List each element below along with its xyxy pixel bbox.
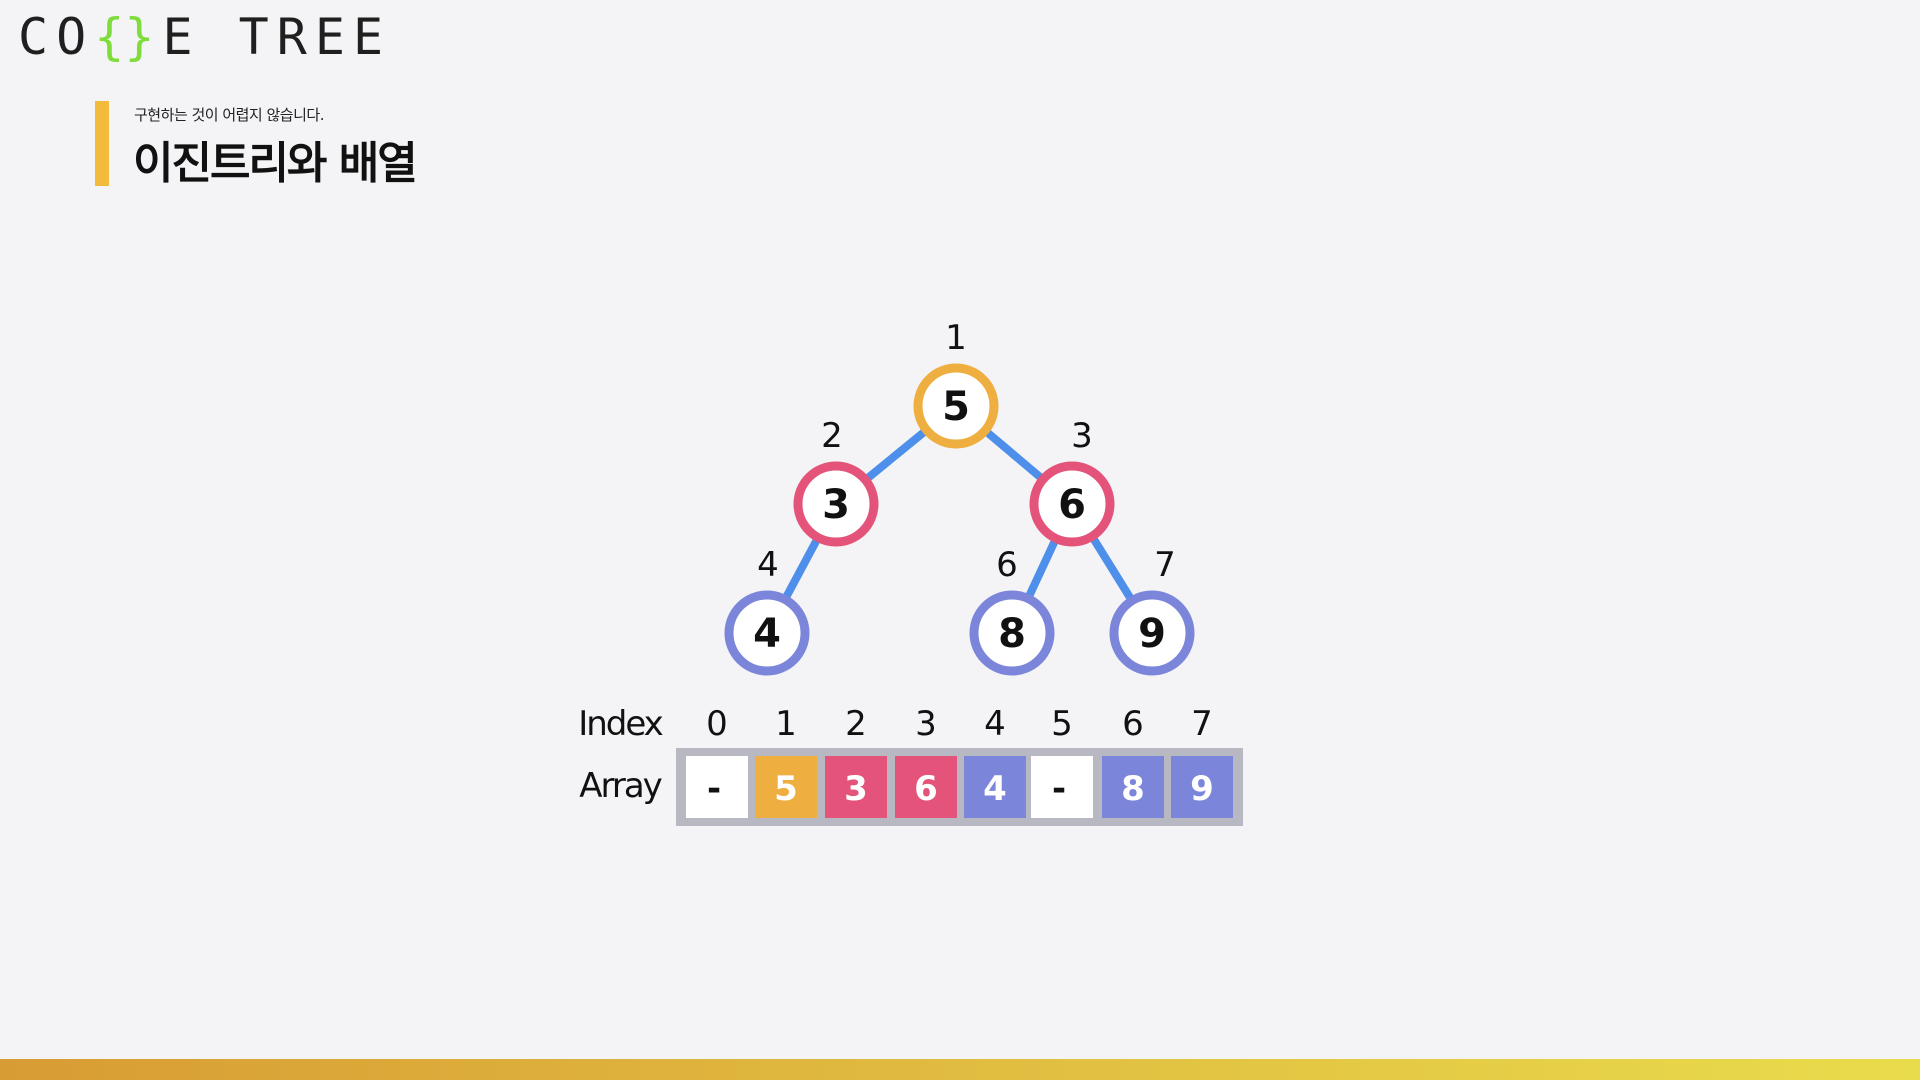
tree-node-1: 51 [913, 318, 999, 449]
array-cell-value: 4 [983, 769, 1007, 809]
array-cell-box [755, 756, 817, 818]
array-cell-box [964, 756, 1026, 818]
code-tree-logo: CO{}E TREE [18, 12, 391, 62]
array-cell-2: 3 [825, 756, 887, 818]
array-cell-0: - [686, 756, 748, 818]
tree-node-circle [1029, 461, 1115, 547]
array-index-3: 3 [915, 704, 937, 744]
tree-node-circle [793, 461, 879, 547]
tree-node-value: 9 [1138, 611, 1166, 657]
array-cell-box [895, 756, 957, 818]
tree-node-index-label: 6 [996, 545, 1018, 585]
array-index-1: 1 [775, 704, 797, 744]
tree-node-index-label: 2 [821, 416, 843, 456]
tree-node-3: 63 [1029, 416, 1115, 547]
array-index-6: 6 [1122, 704, 1144, 744]
array-cell-6: 8 [1102, 756, 1164, 818]
array-cell-box [686, 756, 748, 818]
tree-node-index-label: 4 [757, 545, 779, 585]
array-cell-box [1171, 756, 1233, 818]
logo-brace-icon: {} [94, 8, 155, 66]
tree-node-7: 97 [1109, 545, 1195, 676]
array-cell-value: 9 [1190, 769, 1214, 809]
tree-node-index-label: 3 [1071, 416, 1093, 456]
array-cell-value: 8 [1121, 769, 1145, 809]
logo-text-prefix: CO [18, 8, 95, 66]
array-index-0: 0 [706, 704, 728, 744]
tree-node-value: 4 [753, 611, 781, 657]
array-cell-4: 4 [964, 756, 1026, 818]
page-title: 이진트리와 배열 [133, 138, 418, 189]
tree-node-value: 5 [942, 384, 970, 430]
page-subtitle: 구현하는 것이 어렵지 않습니다. [134, 106, 324, 124]
array-index-4: 4 [984, 704, 1006, 744]
array-cell-value: 5 [774, 769, 798, 809]
array-index-7: 7 [1191, 704, 1213, 744]
logo-text-suffix: E TREE [162, 8, 392, 66]
array-cell-box [1031, 756, 1093, 818]
array-cell-box [1102, 756, 1164, 818]
tree-node-circle [913, 363, 999, 449]
array-cell-1: 5 [755, 756, 817, 818]
tree-node-index-label: 1 [945, 318, 967, 358]
tree-node-value: 6 [1058, 482, 1086, 528]
tree-node-2: 32 [793, 416, 879, 547]
array-cell-7: 9 [1171, 756, 1233, 818]
array-cell-value: 3 [844, 769, 868, 809]
array-cell-value: - [707, 769, 721, 809]
tree-node-circle [1109, 590, 1195, 676]
title-accent-bar [95, 101, 109, 186]
bottom-gradient-bar [0, 1059, 1920, 1080]
tree-node-value: 8 [998, 611, 1026, 657]
tree-node-6: 86 [969, 545, 1055, 676]
tree-node-circle [724, 590, 810, 676]
array-index-5: 5 [1051, 704, 1073, 744]
array-cell-3: 6 [895, 756, 957, 818]
array-cell-value: 6 [914, 769, 938, 809]
array-cell-5: - [1031, 756, 1093, 818]
array-row-label: Array [579, 766, 662, 806]
tree-node-value: 3 [822, 482, 850, 528]
array-cell-value: - [1052, 769, 1066, 809]
array-index-2: 2 [845, 704, 867, 744]
tree-node-circle [969, 590, 1055, 676]
tree-node-index-label: 7 [1154, 545, 1176, 585]
array-cell-box [825, 756, 887, 818]
index-row-label: Index [578, 704, 663, 744]
tree-node-4: 44 [724, 545, 810, 676]
